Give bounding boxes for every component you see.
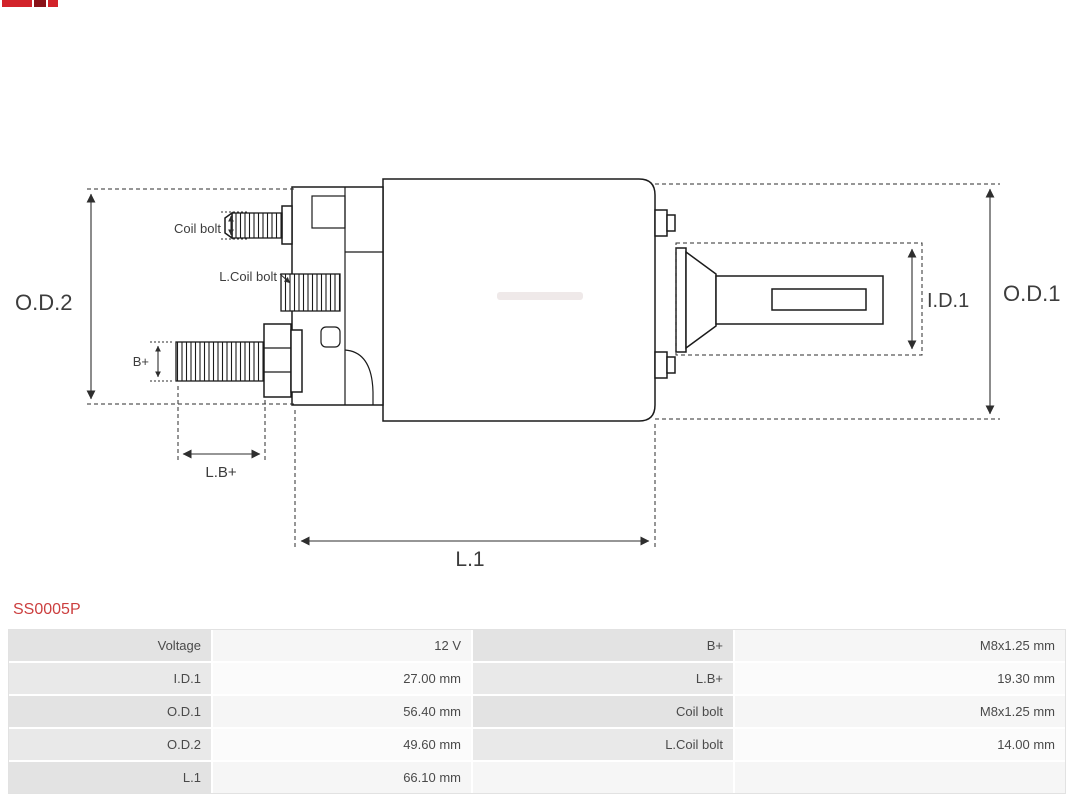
logo-segment: [48, 0, 58, 7]
table-row: I.D.1 27.00 mm L.B+ 19.30 mm: [9, 663, 1065, 694]
spec-value-cell: M8x1.25 mm: [735, 696, 1065, 727]
spec-label-cell: O.D.2: [9, 729, 211, 760]
flange-lug: [320, 326, 341, 348]
table-row: O.D.1 56.40 mm Coil bolt M8x1.25 mm: [9, 696, 1065, 727]
spec-value-cell: 56.40 mm: [213, 696, 471, 727]
dimension-od1: O.D.1: [655, 183, 1060, 420]
watermark: [497, 292, 583, 300]
dim-label-coil-bolt: Coil bolt: [174, 221, 221, 236]
spec-value-cell: 49.60 mm: [213, 729, 471, 760]
spec-value-cell: 12 V: [213, 630, 471, 661]
plunger-slot: [771, 288, 867, 311]
spec-empty-cell: [473, 762, 733, 793]
dim-label-b-plus: B+: [133, 354, 149, 369]
spec-label-cell: I.D.1: [9, 663, 211, 694]
spec-empty-cell: [735, 762, 1065, 793]
spec-table: Voltage 12 V B+ M8x1.25 mm I.D.1 27.00 m…: [8, 629, 1066, 794]
part-number: SS0005P: [13, 601, 81, 618]
as-pl-logo[interactable]: [2, 0, 58, 7]
spec-value-cell: 66.10 mm: [213, 762, 471, 793]
terminal-stud-top-cap: [666, 214, 676, 232]
spec-label-cell: L.B+: [473, 663, 733, 694]
spec-label-cell: Voltage: [9, 630, 211, 661]
dimension-coil-bolt: Coil bolt: [174, 211, 247, 240]
spec-value-cell: 27.00 mm: [213, 663, 471, 694]
b-plus-washer: [290, 329, 303, 393]
solenoid-diagram: O.D.2 O.D.1 I.D.1 Coil bolt L.Coil bolt: [15, 178, 1060, 571]
flange-fillet-arc: [344, 349, 374, 405]
flange-step-block: [311, 195, 346, 229]
terminal-stud-bottom-cap: [666, 356, 676, 374]
coil-bolt-hole-thread: [280, 273, 341, 312]
dimension-l-coil-bolt: L.Coil bolt: [219, 269, 291, 284]
solenoid-outline: [175, 178, 884, 422]
dimension-id1: I.D.1: [675, 242, 969, 356]
dim-label-l1: L.1: [455, 548, 484, 571]
spec-label-cell: L.Coil bolt: [473, 729, 733, 760]
dim-label-id1: I.D.1: [927, 290, 969, 312]
coil-bolt-boss: [281, 205, 293, 245]
spec-label-cell: O.D.1: [9, 696, 211, 727]
logo-segment: [2, 0, 32, 7]
dim-label-od1: O.D.1: [1003, 281, 1060, 306]
dimension-l-b-plus: L.B+: [177, 386, 266, 481]
dim-label-l-b-plus: L.B+: [205, 464, 237, 481]
b-plus-nut: [263, 323, 292, 398]
plunger-cone: [685, 250, 717, 350]
spec-value-cell: 14.00 mm: [735, 729, 1065, 760]
coil-bolt-thread: [231, 212, 283, 239]
terminal-stud-bottom: [654, 351, 668, 379]
dimension-b-plus: B+: [133, 341, 172, 382]
spec-value-cell: 19.30 mm: [735, 663, 1065, 694]
table-row: L.1 66.10 mm: [9, 762, 1065, 793]
dimension-l1: L.1: [294, 410, 656, 571]
table-row: Voltage 12 V B+ M8x1.25 mm: [9, 630, 1065, 661]
logo-segment: [34, 0, 46, 7]
spec-value-cell: M8x1.25 mm: [735, 630, 1065, 661]
dimension-od2: O.D.2: [15, 188, 297, 405]
plunger-collar: [675, 247, 687, 353]
table-row: O.D.2 49.60 mm L.Coil bolt 14.00 mm: [9, 729, 1065, 760]
dim-label-l-coil-bolt: L.Coil bolt: [219, 269, 277, 284]
dim-label-od2: O.D.2: [15, 290, 72, 315]
spec-label-cell: L.1: [9, 762, 211, 793]
terminal-stud-top: [654, 209, 668, 237]
spec-label-cell: Coil bolt: [473, 696, 733, 727]
b-plus-thread: [175, 341, 265, 382]
spec-label-cell: B+: [473, 630, 733, 661]
